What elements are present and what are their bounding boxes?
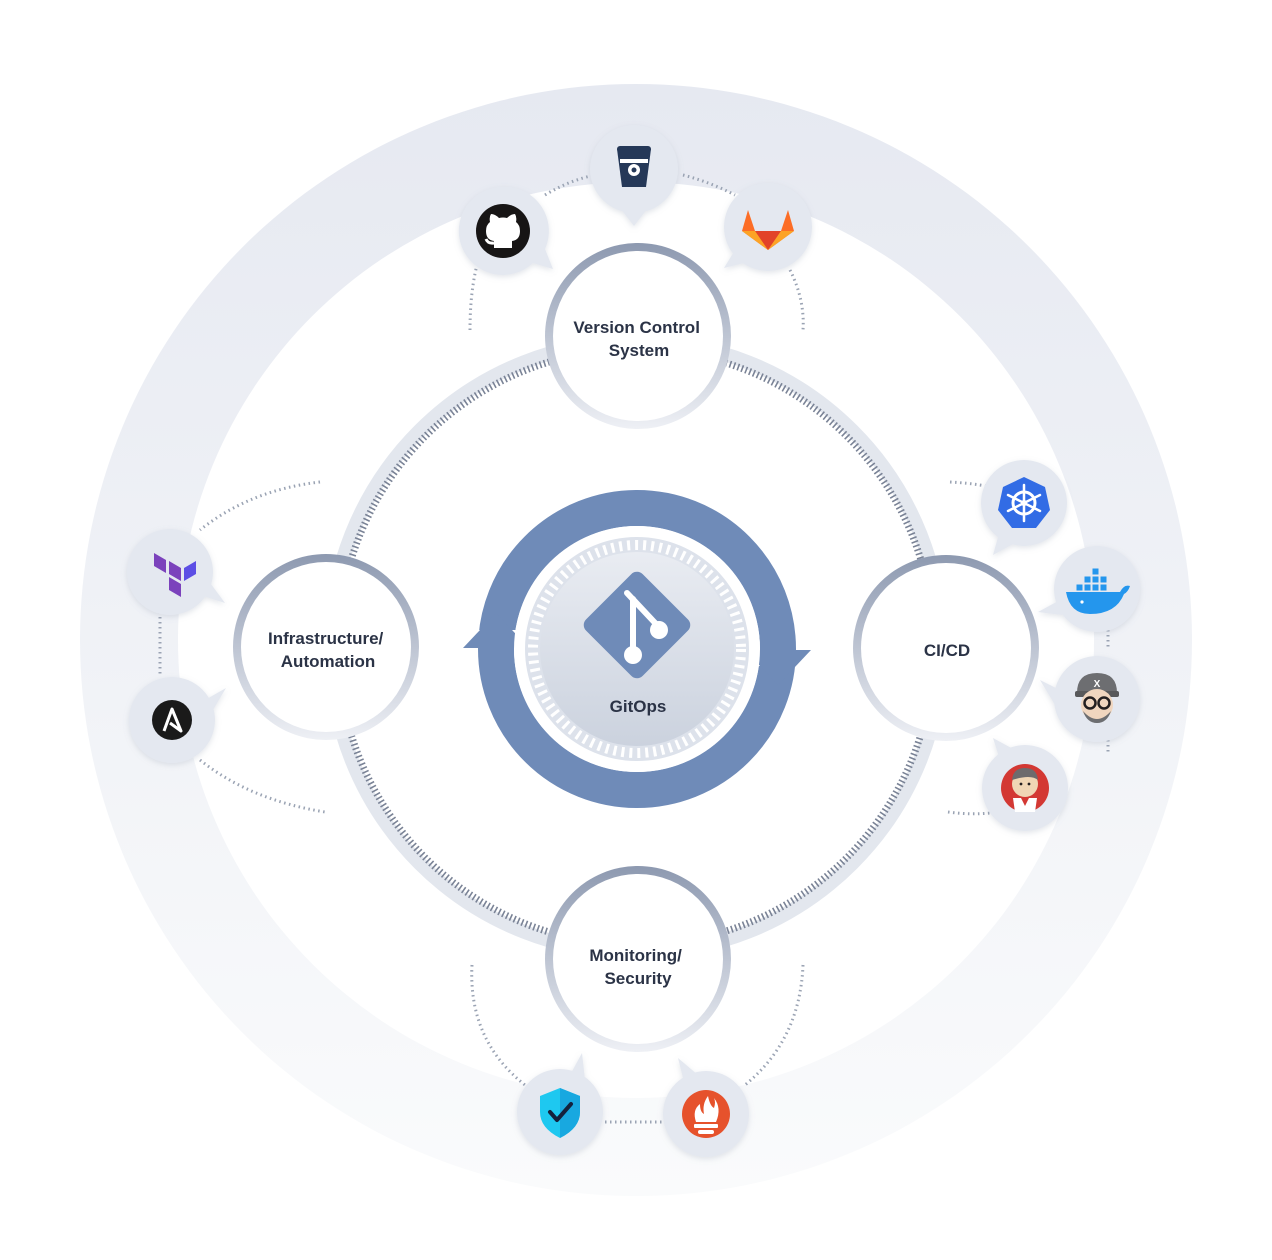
node-monitoring-line-1: Monitoring/ [589, 946, 682, 965]
connector-arcs [158, 173, 1110, 1124]
node-monitoring-label: Monitoring/ Security [589, 946, 686, 988]
docker-icon [1066, 567, 1130, 614]
node-cicd-label: CI/CD [924, 641, 970, 660]
node-infra-line-1: Infrastructure/ [268, 629, 384, 648]
node-cicd-line-1: CI/CD [924, 641, 970, 660]
terraform-icon [154, 553, 196, 597]
node-vcs: Version Control System [545, 243, 731, 429]
svg-text:X: X [1094, 679, 1101, 690]
node-vcs-label: Version Control System [573, 318, 704, 360]
node-cicd: CI/CD [853, 555, 1039, 741]
cycle-arrowhead-right [745, 650, 811, 685]
security-shield-icon [540, 1088, 580, 1138]
jenkins-icon [1001, 764, 1049, 812]
github-icon [476, 204, 530, 258]
prometheus-icon [682, 1090, 730, 1138]
node-infra: Infrastructure/ Automation [233, 554, 419, 740]
node-infra-line-2: Automation [281, 652, 375, 671]
node-monitoring: Monitoring/ Security [545, 866, 731, 1052]
node-monitoring-line-2: Security [604, 969, 672, 988]
node-vcs-line-2: System [609, 341, 669, 360]
gitops-label: GitOps [610, 697, 667, 716]
git-icon [583, 571, 691, 679]
gitops-cycle-ring [478, 490, 796, 808]
gitlab-icon [742, 210, 794, 250]
gitlab-bubble [724, 183, 812, 271]
node-infra-label: Infrastructure/ Automation [268, 629, 388, 671]
cycle-arrowhead-left [463, 613, 529, 648]
gitops-core: GitOps [463, 490, 811, 808]
bitbucket-icon [617, 146, 651, 187]
jenkins-x-icon: X [1075, 673, 1119, 723]
kubernetes-icon [998, 477, 1050, 528]
ansible-icon [152, 700, 192, 740]
node-vcs-line-1: Version Control [573, 318, 700, 337]
